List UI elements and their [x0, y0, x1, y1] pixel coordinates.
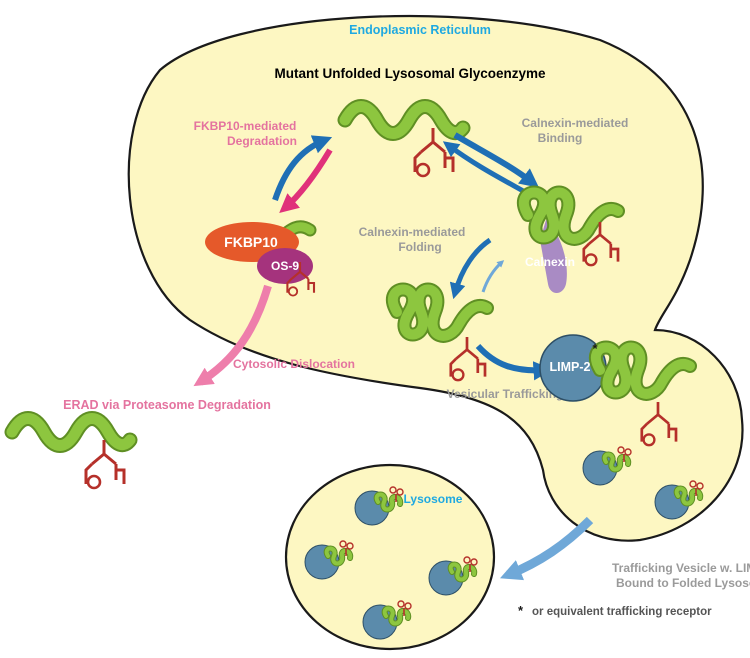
endoplasmic-reticulum-compartment — [127, 14, 744, 542]
footnote-asterisk: * — [518, 603, 524, 618]
arrow-to-lysosome — [499, 516, 594, 581]
arrow-vesicular-trafficking — [475, 343, 553, 381]
vesicle-label-line1-text: Trafficking Vesicle w. LIMP-2 — [612, 561, 750, 575]
fkbp10-label: FKBP10 — [224, 234, 278, 250]
os9-protein — [257, 248, 313, 284]
arrow-cytosolic-dislocation — [193, 284, 272, 387]
footnote-text: or equivalent trafficking receptor — [532, 606, 712, 618]
limp2-complex — [539, 334, 690, 447]
arrow-back-to-calnexin — [481, 260, 505, 293]
vesicular-trafficking-label: Vesicular Trafficking — [447, 387, 564, 401]
calnexin-binding-label-line1: Calnexin-mediated — [522, 116, 629, 130]
erad-label: ERAD via Proteasome Degradation — [63, 398, 271, 412]
vesicle-label-line2: Bound to Folded Lysosomal Enzyme — [616, 576, 750, 590]
calnexin-binding-label-line2: Binding — [538, 131, 583, 145]
limp2-asterisk: * — [592, 341, 598, 356]
arrow-to-fkbp10 — [279, 148, 333, 214]
vesicle-label-line1: Trafficking Vesicle w. LIMP-2* — [612, 555, 750, 575]
arrow-from-calnexin — [442, 141, 527, 195]
limp2-label: LIMP-2 — [550, 360, 591, 374]
arrow-to-unfolded — [272, 135, 333, 201]
lysosome-label: Lysosome — [404, 492, 463, 506]
unfolded-enzyme-erad — [12, 419, 130, 490]
lysosome-compartment — [284, 463, 496, 651]
cytosolic-dislocation-label: Cytosolic Dislocation — [233, 357, 355, 371]
calnexin-complex — [524, 193, 618, 293]
arrow-to-calnexin — [453, 132, 540, 188]
calnexin-folding-label-line2: Folding — [398, 240, 441, 254]
calnexin-folding-label-line1: Calnexin-mediated — [359, 225, 466, 239]
fkbp10-degradation-label-line2: Degradation — [227, 134, 297, 148]
er-label: Endoplasmic Reticulum — [349, 23, 491, 37]
fkbp10-degradation-label-line1: FKBP10-mediated — [194, 119, 297, 133]
arrow-to-folded — [449, 237, 492, 300]
calnexin-label: Calnexin — [525, 255, 575, 269]
title-label: Mutant Unfolded Lysosomal Glycoenzyme — [274, 66, 546, 81]
os9-label: OS-9 — [271, 259, 299, 273]
fkbp10-os9-complex — [205, 220, 317, 297]
